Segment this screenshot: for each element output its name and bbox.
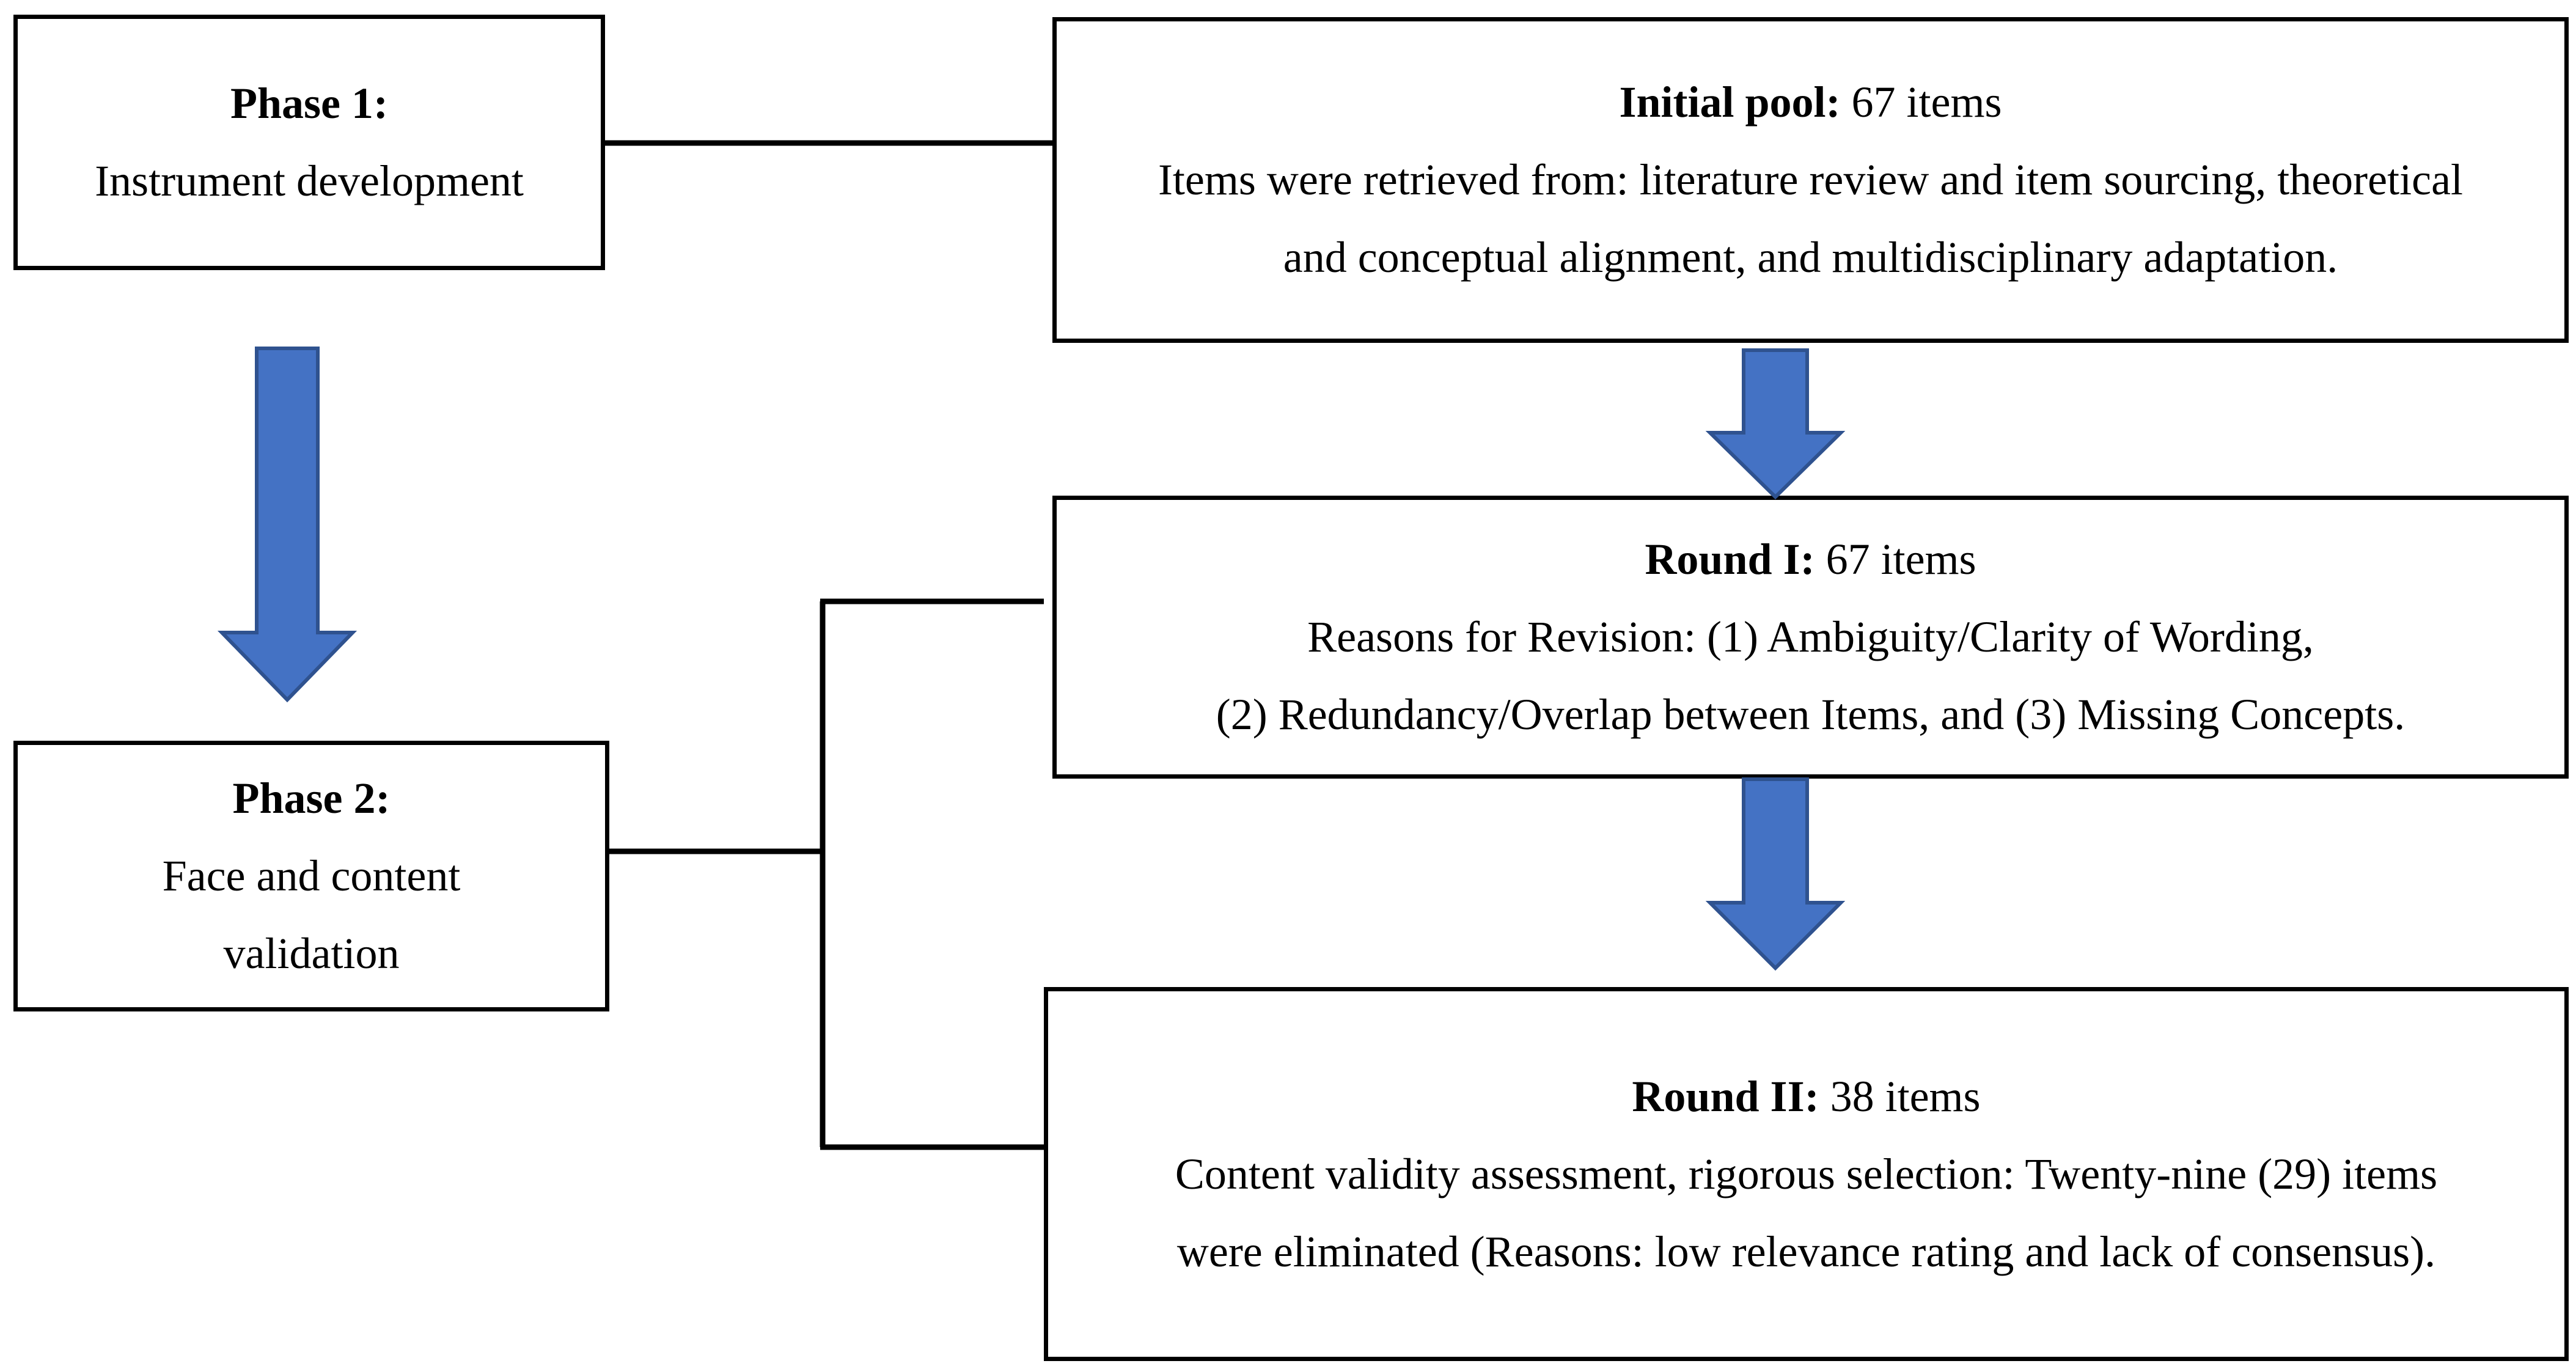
phase2-box: Phase 2: Face and content validation (13, 741, 609, 1011)
initial-pool-heading-line: Initial pool: 67 items (1619, 64, 2002, 141)
phase2-line-1: Face and content (162, 851, 461, 900)
round1-box: Round I: 67 items Reasons for Revision: … (1052, 496, 2569, 779)
phase2-title: Phase 2: (232, 774, 391, 823)
initial-pool-line-2: and conceptual alignment, and multidisci… (1283, 233, 2338, 282)
round1-count: 67 items (1815, 535, 1976, 584)
round1-line-1: Reasons for Revision: (1) Ambiguity/Clar… (1307, 612, 2314, 661)
round2-line-2: were eliminated (Reasons: low relevance … (1176, 1227, 2436, 1276)
round2-line-1: Content validity assessment, rigorous se… (1175, 1149, 2438, 1198)
phase1-title-line: Phase 1: (230, 65, 388, 142)
phase1-box: Phase 1: Instrument development (13, 15, 605, 270)
initial-pool-count: 67 items (1840, 78, 2002, 127)
round1-heading-line: Round I: 67 items (1645, 521, 1976, 598)
round2-count: 38 items (1819, 1071, 1981, 1121)
arrow-down-icon-initial-to-round1 (1705, 348, 1846, 500)
round1-heading: Round I: (1645, 535, 1815, 584)
round2-heading-line: Round II: 38 items (1632, 1058, 1980, 1136)
round1-line-2: (2) Redundancy/Overlap between Items, an… (1216, 690, 2405, 739)
phase2-title-line: Phase 2: (233, 760, 391, 837)
phase1-subtitle: Instrument development (95, 156, 524, 205)
initial-pool-box: Initial pool: 67 items Items were retrie… (1052, 17, 2569, 343)
arrow-down-icon-round1-to-round2 (1705, 777, 1846, 971)
phase2-line-2: validation (223, 929, 400, 978)
initial-pool-heading: Initial pool: (1619, 78, 1841, 127)
arrow-down-icon-phase1-to-phase2 (217, 347, 358, 703)
phase1-title: Phase 1: (230, 79, 388, 128)
round2-box: Round II: 38 items Content validity asse… (1044, 987, 2569, 1361)
initial-pool-line-1: Items were retrieved from: literature re… (1158, 155, 2464, 204)
round2-heading: Round II: (1632, 1071, 1819, 1121)
